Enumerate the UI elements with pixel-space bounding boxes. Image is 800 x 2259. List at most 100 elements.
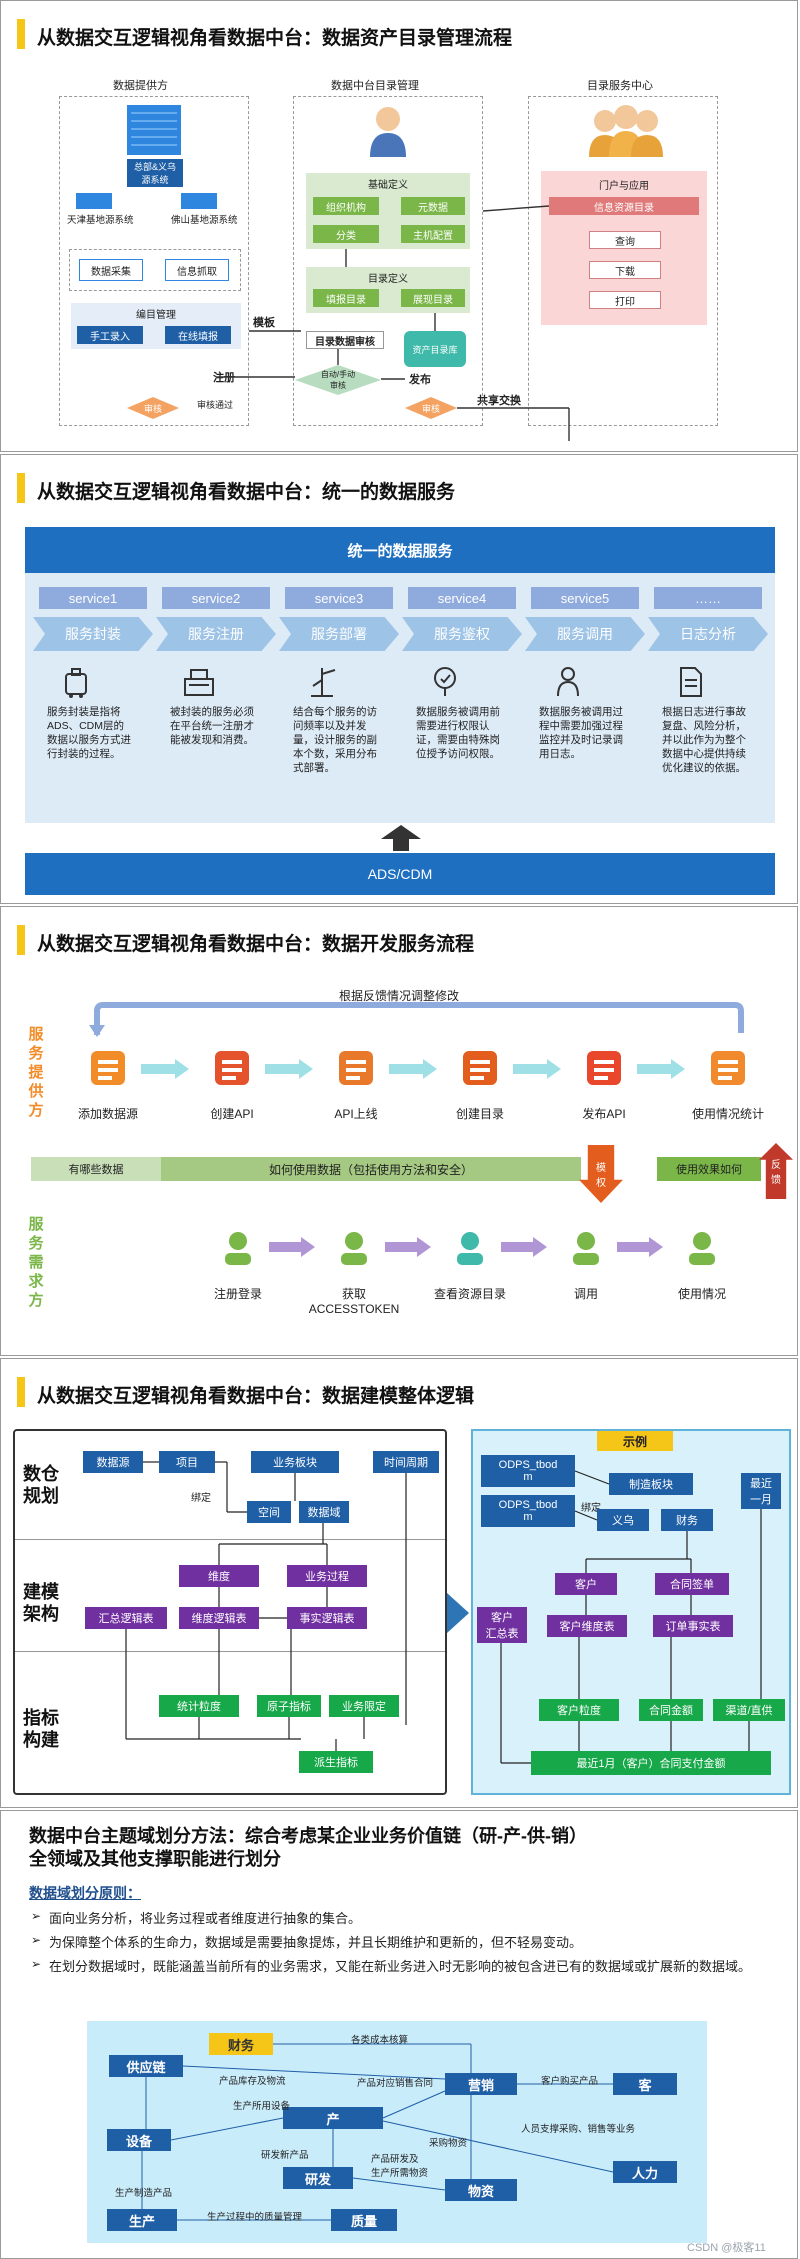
space-box: 空间 — [247, 1501, 291, 1523]
watermark: CSDN @极客11 — [687, 2242, 766, 2254]
catalog-icon — [447, 1223, 493, 1269]
service-code: service5 — [531, 587, 639, 609]
service-stage: 服务注册 — [156, 617, 276, 651]
fill-catalog-box: 填报目录 — [313, 289, 379, 307]
right-arrow-icon — [269, 1237, 315, 1262]
user-icon — [215, 1223, 261, 1269]
list-icon — [457, 1045, 503, 1091]
cust-grain-box: 客户粒度 — [539, 1699, 619, 1721]
server-icon — [181, 193, 217, 209]
user-icon — [551, 665, 585, 699]
model-connectors — [125, 1461, 407, 1751]
order-fact-box: 订单事实表 — [653, 1615, 733, 1637]
slide-title: 从数据交互逻辑视角看数据中台：数据建模整体逻辑 — [1, 1359, 797, 1425]
edge-label: 研发新产品 — [261, 2150, 309, 2161]
show-catalog-box: 展现目录 — [401, 289, 465, 307]
src-system-box: 总部&义乌 源系统 — [127, 159, 183, 187]
atomic-metric-box: 原子指标 — [257, 1695, 321, 1717]
example-connectors — [500, 1470, 762, 1764]
bullet-text: 在划分数据域时，既能涵盖当前所有的业务需求，又能在新业务进入时无影响的被包含进已… — [49, 1959, 752, 1974]
row-label-planning: 数仓 规划 — [23, 1464, 59, 1506]
feedback-arrow — [89, 1002, 744, 1037]
step-label: 添加数据源 — [77, 1107, 138, 1121]
edge-label: 产品研发及 生产所需物资 — [371, 2154, 429, 2179]
fact-table-box: 事实逻辑表 — [287, 1607, 367, 1629]
step-label: 获取 ACCESSTOKEN — [308, 1287, 400, 1316]
col-center-label: 数据中台目录管理 — [331, 80, 419, 92]
document-icon — [674, 665, 708, 699]
slide-catalog-flow: 从数据交互逻辑视角看数据中台：数据资产目录管理流程 数据提供方 数据中台目录管理… — [0, 0, 798, 452]
project-box: 项目 — [159, 1451, 215, 1473]
domain-equipment: 设备 — [107, 2129, 171, 2151]
domain-map-panel — [87, 2021, 707, 2243]
col-service-label: 目录服务中心 — [587, 80, 653, 92]
bullet-marker-icon: ➢ — [31, 1957, 42, 1971]
time-period-box: 时间周期 — [373, 1451, 439, 1473]
service-header: 统一的数据服务 — [25, 527, 775, 573]
final-metric-box: 最近1月（客户）合同支付金额 — [531, 1751, 771, 1775]
host-cfg-box: 主机配置 — [401, 225, 465, 243]
contract-amt-box: 合同金额 — [639, 1699, 703, 1721]
capture-box: 信息抓取 — [165, 259, 229, 281]
service-panel — [25, 527, 775, 823]
data-domain-box: 数据域 — [299, 1501, 349, 1523]
col-provider-label: 数据提供方 — [113, 80, 168, 92]
service-description: 服务封装是指将ADS、CDM层的数据以服务方式进行封装的过程。 — [47, 706, 131, 760]
provider-panel — [59, 96, 249, 426]
bar-left: 有哪些数据 — [31, 1157, 161, 1181]
audit-diamond: 审核 — [127, 397, 179, 419]
org-box: 组织机构 — [313, 197, 379, 215]
auth-icon — [428, 665, 462, 699]
consumer-side-label: 服务需求方 — [28, 1216, 44, 1309]
domain-production: 生产 — [107, 2209, 177, 2231]
contract-box: 合同签单 — [655, 1573, 729, 1595]
domain-hr: 人力 — [613, 2161, 677, 2183]
bar-middle: 如何使用数据（包括使用方法和安全） — [161, 1157, 581, 1181]
slide-dev-service: 从数据交互逻辑视角看数据中台：数据开发服务流程 根据反馈情况调整修改 服务提供方… — [0, 906, 798, 1356]
right-arrow-icon — [265, 1059, 313, 1084]
right-arrow-icon — [617, 1237, 663, 1262]
collect-box: 数据采集 — [79, 259, 143, 281]
step-label: API上线 — [334, 1107, 378, 1121]
authorize-arrow: 模 权 — [579, 1145, 623, 1203]
row-divider — [15, 1651, 445, 1652]
example-badge: 示例 — [597, 1431, 673, 1451]
query-button[interactable]: 查询 — [589, 231, 661, 249]
download-button[interactable]: 下载 — [589, 261, 661, 279]
template-label: 模板 — [253, 317, 275, 329]
principle-heading: 数据域划分原则： — [29, 1885, 141, 1901]
up-arrow-icon — [381, 825, 421, 851]
service-description: 数据服务被调用前需要进行权限认证，需要由特殊岗位授予访问权限。 — [416, 706, 500, 760]
edge-label: 产品对应销售合同 — [357, 2078, 434, 2089]
key-icon — [331, 1223, 377, 1269]
recent-month-box: 最近 一月 — [741, 1473, 781, 1509]
bullet-marker-icon: ➢ — [31, 1909, 42, 1923]
team-icon — [587, 103, 665, 157]
service-stage: 服务鉴权 — [402, 617, 522, 651]
row-label-metrics: 指标 构建 — [23, 1708, 59, 1750]
step-label: 发布API — [582, 1107, 626, 1121]
right-arrow-icon — [385, 1237, 431, 1262]
server-icon — [76, 193, 112, 209]
service-code: service4 — [408, 587, 516, 609]
publish-icon — [581, 1045, 627, 1091]
right-arrow-icon — [637, 1059, 685, 1084]
trend-up-icon — [333, 1045, 379, 1091]
audit-pass-label: 审核通过 — [197, 400, 234, 410]
edge-label: 客户购买产品 — [541, 2076, 599, 2087]
service-description: 结合每个服务的访问频率以及并发量，设计服务的副本个数，采用分布式部署。 — [293, 706, 377, 774]
summary-table-box: 汇总逻辑表 — [85, 1607, 167, 1629]
cust-dim-box: 客户维度表 — [547, 1615, 627, 1637]
collect-group — [69, 249, 241, 291]
print-button[interactable]: 打印 — [589, 291, 661, 309]
biz-block-box: 业务板块 — [251, 1451, 339, 1473]
dim-table-box: 维度逻辑表 — [179, 1607, 259, 1629]
online-fill-box: 在线填报 — [165, 326, 231, 344]
luggage-icon — [59, 665, 93, 699]
mfg-block-box: 制造板块 — [609, 1473, 693, 1495]
biz-process-box: 业务过程 — [287, 1565, 367, 1587]
server-icon — [127, 105, 181, 155]
folder-add-icon — [209, 1045, 255, 1091]
provider-side-label: 服务提供方 — [28, 1026, 44, 1119]
service-stage: 服务调用 — [525, 617, 645, 651]
